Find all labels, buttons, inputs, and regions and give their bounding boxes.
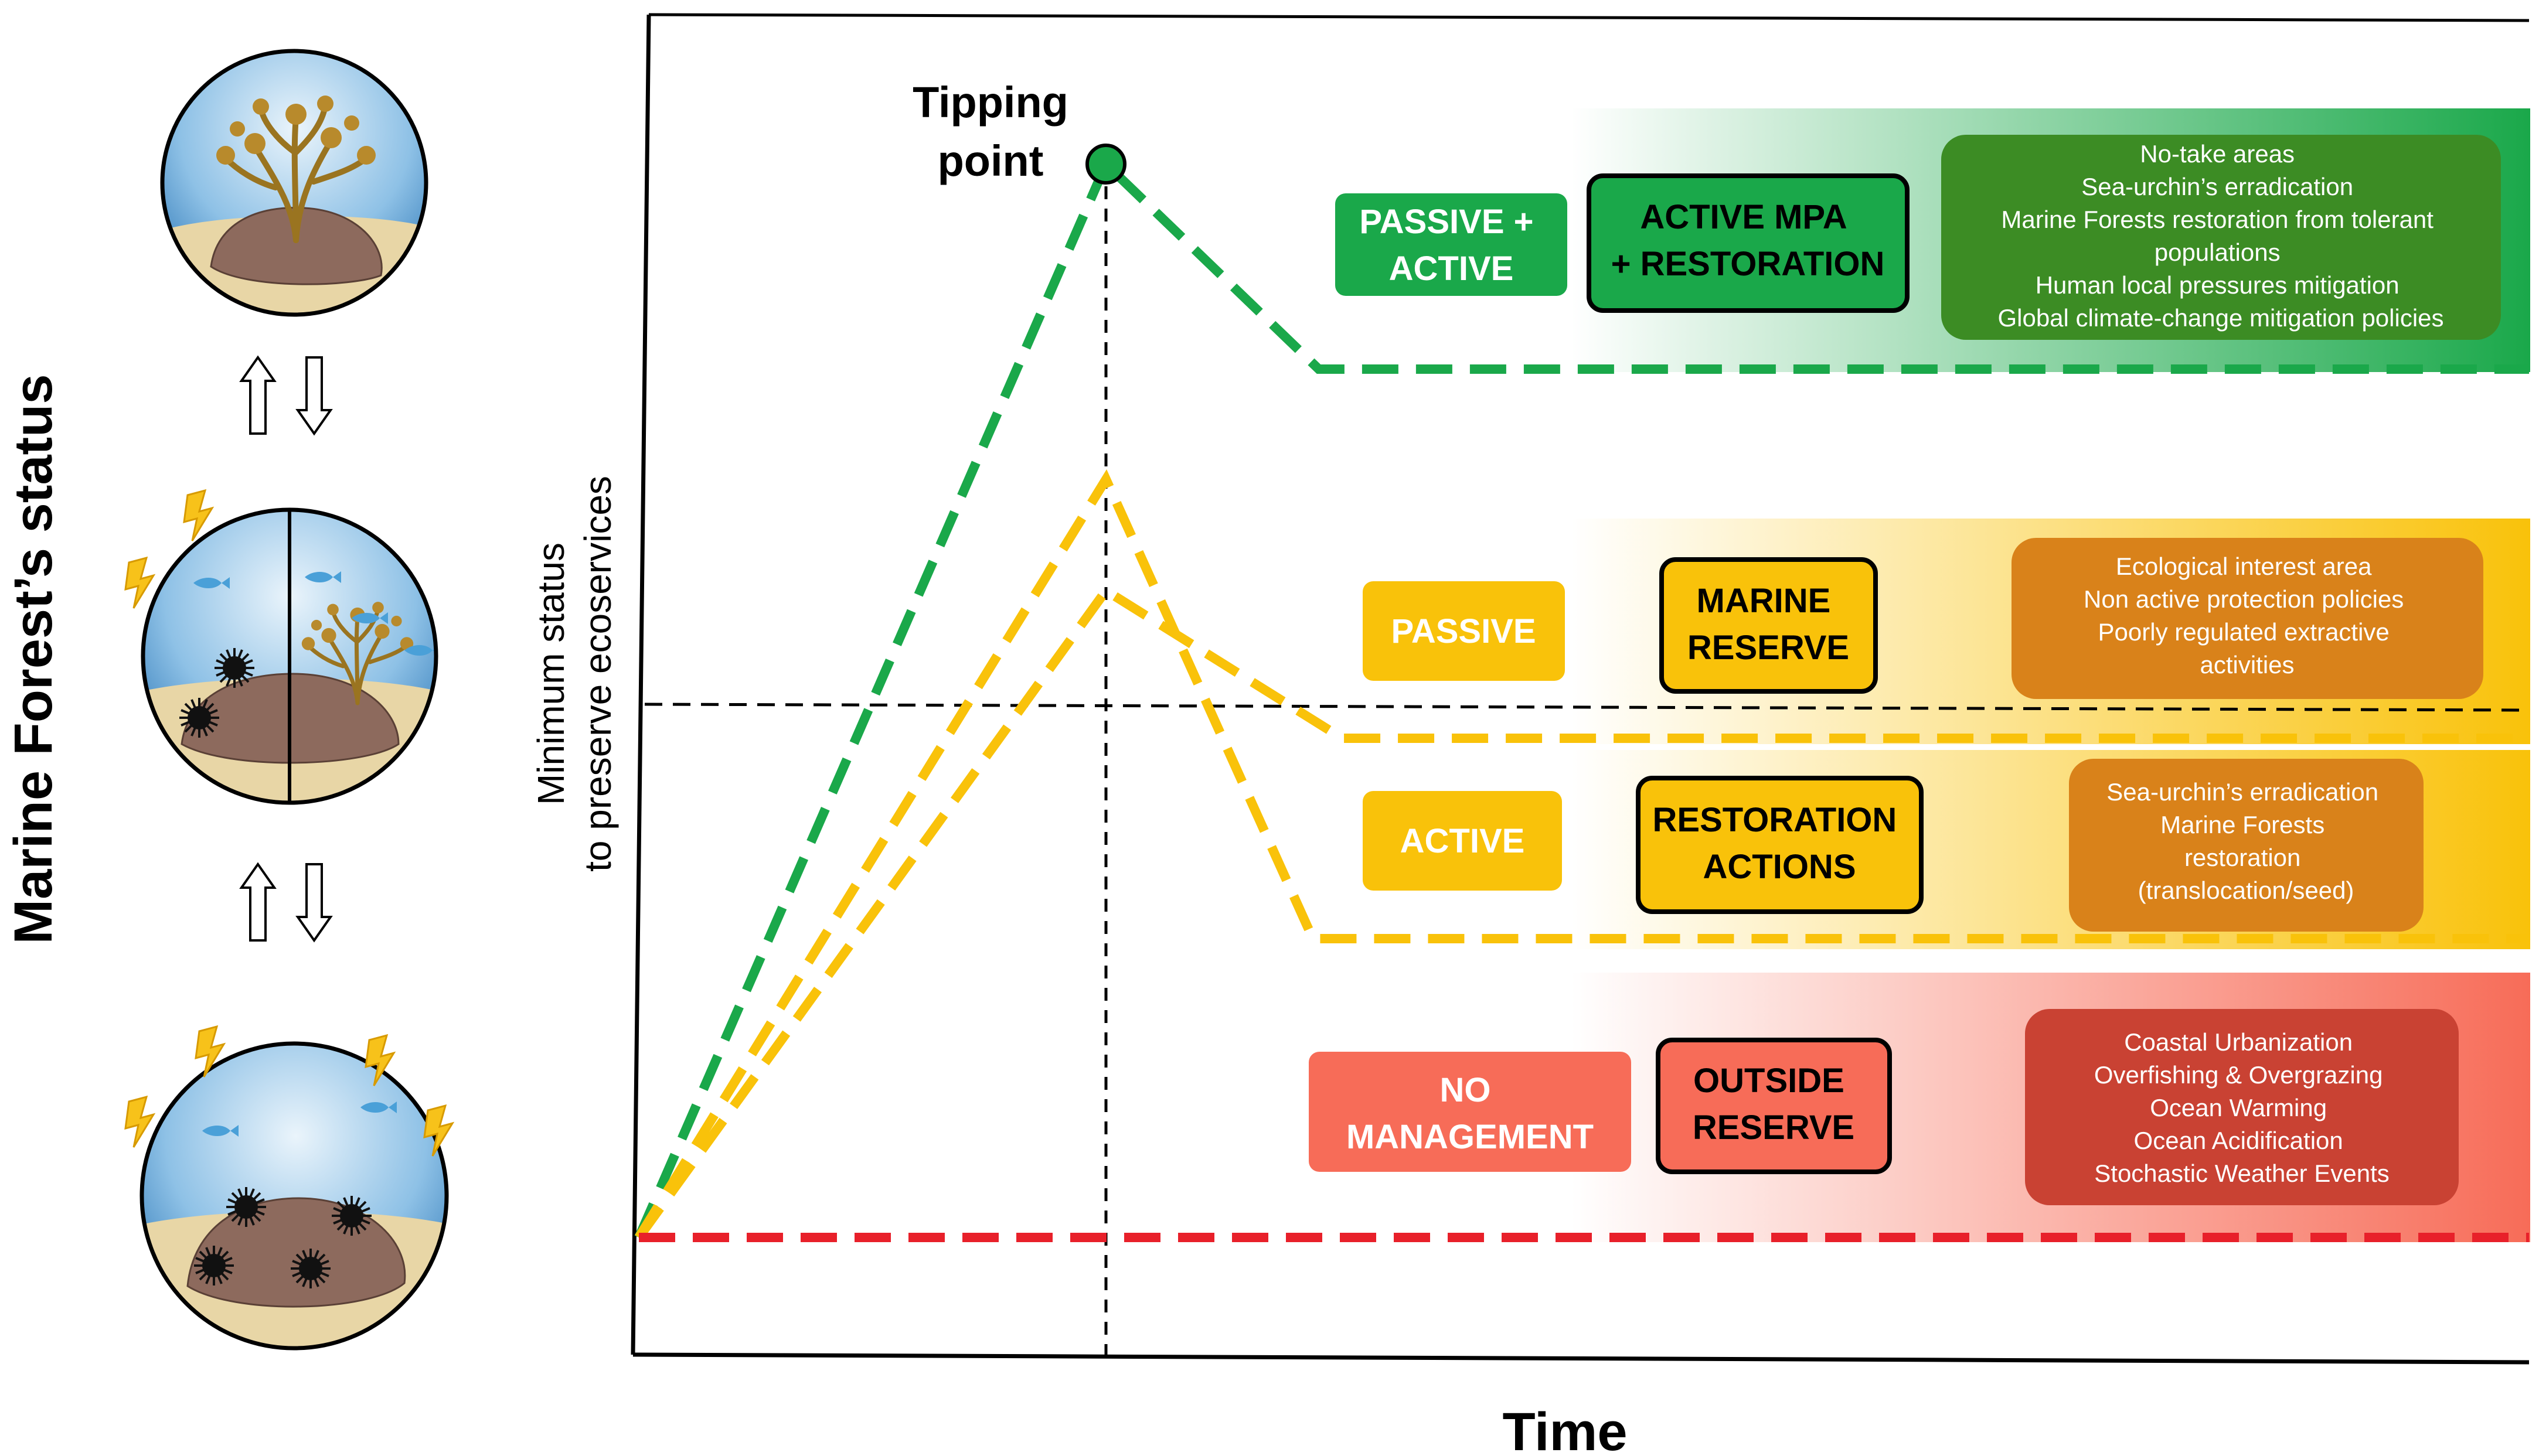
trajectories	[634, 156, 2529, 1242]
action-box-green	[1587, 173, 1910, 313]
strategy-box-green	[1335, 193, 1567, 296]
strategy-box-yellow-active	[1363, 791, 1562, 891]
action-label-yellow-active: RESTORATION ACTIONS	[1653, 801, 1907, 886]
action-label-red: OUTSIDE RESERVE	[1693, 1062, 1854, 1147]
status-illustrations	[124, 49, 454, 1351]
action-label-green: ACTIVE MPA + RESTORATION	[1611, 198, 1885, 283]
strategy-label-red: NO MANAGEMENT	[1346, 1071, 1594, 1156]
strategy-box-yellow-passive	[1363, 581, 1565, 681]
trajectory-yellow-active	[635, 469, 2529, 1240]
detail-text-red: Coastal Urbanization Overfishing & Overg…	[2094, 1028, 2390, 1187]
tipping-point-label-line1: Tipping	[913, 78, 1068, 127]
trajectory-green	[634, 156, 2529, 1240]
threshold-label: Minimum status to preserve ecoservices	[530, 476, 619, 872]
tipping-point-label-line2: point	[938, 137, 1044, 185]
y-axis-title: Marine Forest’s status	[4, 374, 63, 944]
action-box-yellow-passive	[1659, 557, 1878, 694]
scenario-yellow-active: ACTIVE RESTORATION ACTIONS Sea-urchin’s …	[1363, 759, 2424, 932]
detail-text-yellow-active: Sea-urchin’s erradication Marine Forests…	[2106, 778, 2385, 904]
detail-box-green	[1941, 135, 2501, 340]
detail-box-red	[2025, 1009, 2459, 1205]
barren-forest-icon	[124, 1025, 454, 1351]
strategy-label-yellow-active: ACTIVE	[1400, 822, 1525, 860]
healthy-forest-icon	[160, 49, 428, 317]
x-axis-line	[632, 1352, 2530, 1365]
trajectory-yellow-passive	[635, 584, 2529, 1240]
threshold-label-line1: Minimum status	[530, 543, 572, 805]
action-label-yellow-passive: MARINE RESERVE	[1687, 582, 1849, 667]
axes	[631, 13, 2530, 1365]
detail-box-yellow-active	[2069, 759, 2424, 932]
strategy-box-red	[1309, 1052, 1631, 1172]
action-box-yellow-active	[1636, 776, 1924, 914]
action-box-red	[1656, 1038, 1892, 1174]
strategy-label-yellow-passive: PASSIVE	[1391, 612, 1536, 650]
top-frame-line	[648, 13, 2530, 22]
scenario-green: PASSIVE + ACTIVE ACTIVE MPA + RESTORATIO…	[1335, 135, 2501, 340]
strategy-label-green: PASSIVE + ACTIVE	[1359, 203, 1543, 288]
y-axis-line	[631, 14, 651, 1355]
tipping-point-marker	[1085, 144, 1126, 185]
threshold-line	[644, 703, 2530, 712]
threshold-label-line2: to preserve ecoservices	[577, 476, 619, 872]
detail-text-yellow-passive: Ecological interest area Non active prot…	[2084, 553, 2411, 678]
detail-box-yellow-passive	[2012, 538, 2483, 699]
scenario-red: NO MANAGEMENT OUTSIDE RESERVE Coastal Ur…	[1309, 1009, 2459, 1205]
detail-text-green: No-take areas Sea-urchin’s erradication …	[1997, 140, 2443, 332]
scenario-yellow-passive: PASSIVE MARINE RESERVE Ecological intere…	[1363, 538, 2483, 699]
x-axis-title: Time	[1502, 1402, 1627, 1456]
mixed-forest-icon	[124, 489, 438, 805]
